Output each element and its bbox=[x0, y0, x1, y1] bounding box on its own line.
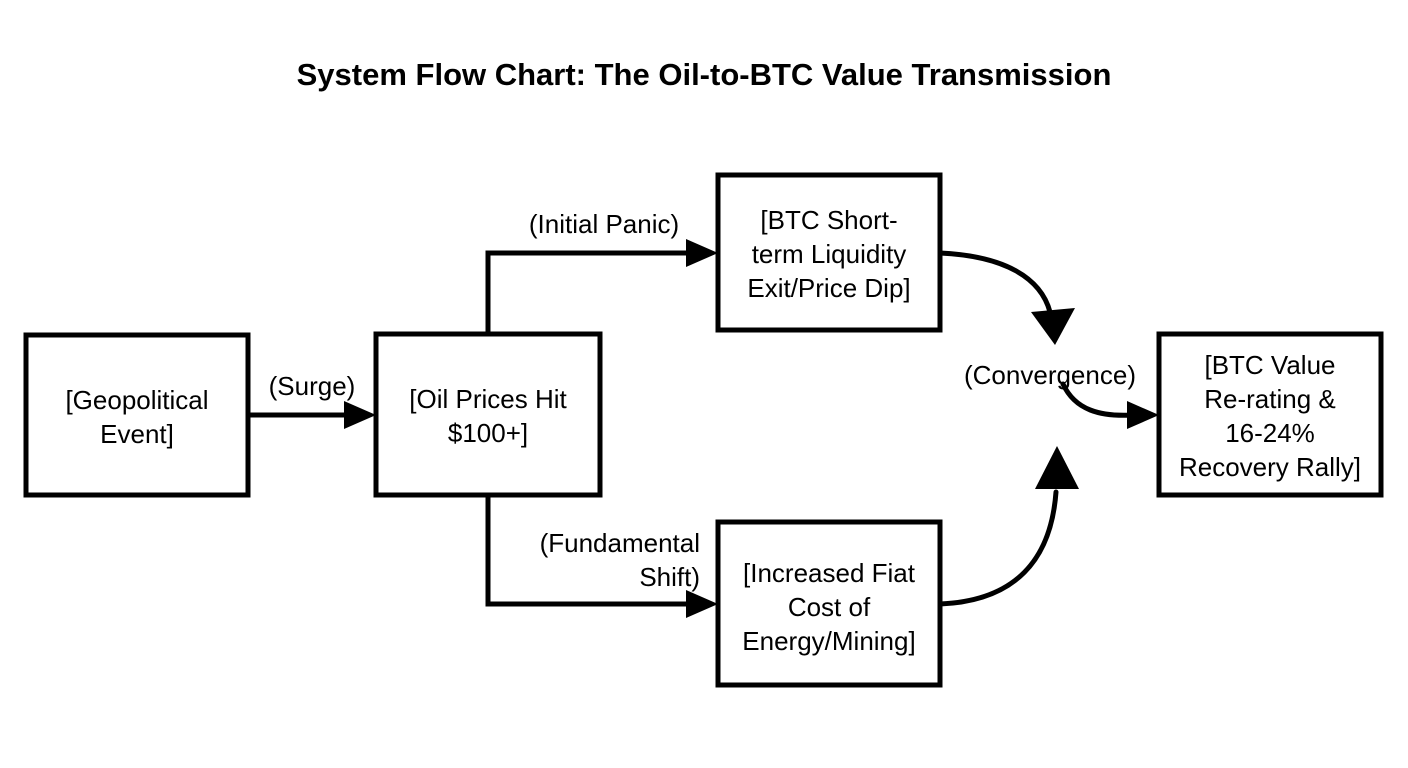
node-btc-liquidity-exit-box[interactable] bbox=[715, 172, 943, 333]
node-geopolitical-event-line2: Event] bbox=[100, 419, 174, 449]
edge-label-convergence: (Convergence) bbox=[964, 360, 1136, 390]
edge-label-surge: (Surge) bbox=[269, 371, 356, 401]
edge-convergence-to-rerating bbox=[1060, 381, 1159, 429]
edge-initial-panic bbox=[485, 239, 718, 334]
node-geopolitical-event[interactable]: [Geopolitical Event] bbox=[23, 332, 251, 498]
node-btc-value-rerating-line1: [BTC Value bbox=[1204, 350, 1335, 380]
edge-convergence-bottom-curve bbox=[937, 489, 1059, 607]
edge-convergence-to-rerating-arrowhead bbox=[1127, 401, 1159, 429]
node-btc-liquidity-exit-line2: term Liquidity bbox=[752, 239, 907, 269]
node-btc-value-rerating[interactable]: [BTC Value Re-rating & 16-24% Recovery R… bbox=[1156, 331, 1384, 498]
node-fiat-energy-cost-box[interactable] bbox=[715, 519, 943, 688]
edge-label-fundamental-shift-line1: (Fundamental bbox=[540, 528, 700, 558]
node-btc-value-rerating-line4: Recovery Rally] bbox=[1179, 452, 1361, 482]
edge-convergence-bottom bbox=[937, 446, 1079, 607]
edge-initial-panic-line bbox=[485, 250, 694, 334]
edge-initial-panic-arrowhead bbox=[686, 239, 718, 267]
edge-convergence-top bbox=[937, 250, 1075, 345]
node-btc-value-rerating-line3: 16-24% bbox=[1225, 418, 1315, 448]
node-btc-liquidity-exit-line3: Exit/Price Dip] bbox=[747, 273, 910, 303]
edge-surge-arrowhead bbox=[344, 401, 376, 429]
edge-label-initial-panic: (Initial Panic) bbox=[529, 209, 679, 239]
page-title: System Flow Chart: The Oil-to-BTC Value … bbox=[297, 57, 1112, 92]
node-oil-prices-box[interactable] bbox=[373, 331, 603, 498]
edge-fundamental-shift-arrowhead bbox=[686, 590, 718, 618]
node-geopolitical-event-line1: [Geopolitical bbox=[65, 385, 208, 415]
node-btc-value-rerating-line2: Re-rating & bbox=[1204, 384, 1336, 414]
node-fiat-energy-cost-line2: Cost of bbox=[788, 592, 871, 622]
node-btc-liquidity-exit-line1: [BTC Short- bbox=[760, 205, 897, 235]
edge-label-fundamental-shift-line2: Shift) bbox=[639, 562, 700, 592]
edge-surge bbox=[248, 401, 376, 429]
edge-convergence-top-arrowhead bbox=[1031, 308, 1075, 345]
edge-fundamental-shift bbox=[485, 495, 718, 618]
node-fiat-energy-cost-line1: [Increased Fiat bbox=[743, 558, 916, 588]
edge-convergence-bottom-arrowhead bbox=[1035, 446, 1079, 489]
edge-fundamental-shift-line bbox=[485, 495, 694, 607]
edge-convergence-to-rerating-curve bbox=[1060, 381, 1137, 418]
node-fiat-energy-cost-line3: Energy/Mining] bbox=[742, 626, 915, 656]
node-fiat-energy-cost[interactable]: [Increased Fiat Cost of Energy/Mining] bbox=[715, 519, 943, 688]
node-oil-prices-line2: $100+] bbox=[448, 418, 528, 448]
node-oil-prices[interactable]: [Oil Prices Hit $100+] bbox=[373, 331, 603, 498]
node-btc-value-rerating-box[interactable] bbox=[1156, 331, 1384, 498]
node-oil-prices-line1: [Oil Prices Hit bbox=[409, 384, 567, 414]
node-btc-liquidity-exit[interactable]: [BTC Short- term Liquidity Exit/Price Di… bbox=[715, 172, 943, 333]
edge-convergence-top-curve bbox=[937, 250, 1053, 315]
node-geopolitical-event-box[interactable] bbox=[23, 332, 251, 498]
